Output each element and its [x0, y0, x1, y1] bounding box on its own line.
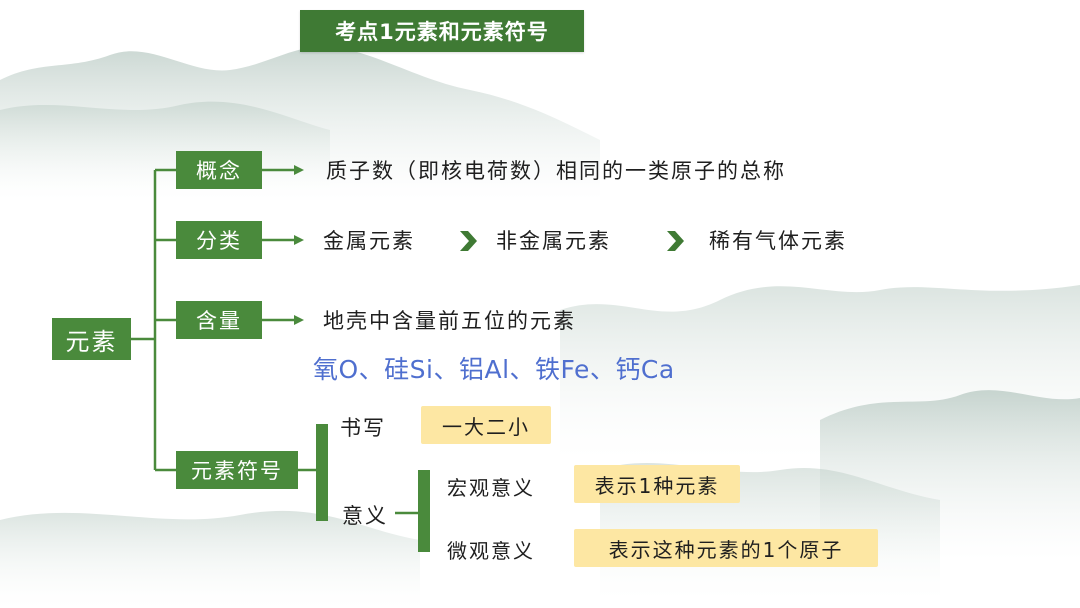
class-noble-gas: 稀有气体元素 — [709, 229, 847, 253]
chevron-right-icon — [460, 231, 477, 251]
branch-symbol-label: 元素符号 — [176, 451, 298, 489]
branch-concept-label: 概念 — [176, 151, 262, 189]
symbol-writing-rule: 一大二小 — [421, 406, 551, 444]
symbol-meaning-label: 意义 — [342, 504, 388, 528]
micro-meaning-label: 微观意义 — [447, 539, 535, 563]
root-node-element: 元素 — [52, 318, 131, 360]
symbol-writing-label: 书写 — [340, 416, 386, 440]
chevron-right-icon — [667, 231, 684, 251]
class-metal: 金属元素 — [323, 229, 415, 253]
concept-definition: 质子数（即核电荷数）相同的一类原子的总称 — [326, 159, 786, 183]
macro-meaning-label: 宏观意义 — [447, 476, 535, 500]
top-five-elements: 氧O、硅Si、铝Al、铁Fe、钙Ca — [313, 355, 675, 384]
branch-content-label: 含量 — [176, 301, 262, 339]
macro-meaning-text: 表示1种元素 — [574, 465, 740, 503]
micro-meaning-text: 表示这种元素的1个原子 — [574, 529, 878, 567]
branch-classification-label: 分类 — [176, 221, 262, 259]
content-description: 地壳中含量前五位的元素 — [323, 309, 576, 333]
class-nonmetal: 非金属元素 — [496, 229, 611, 253]
page-title: 考点1元素和元素符号 — [300, 10, 584, 52]
